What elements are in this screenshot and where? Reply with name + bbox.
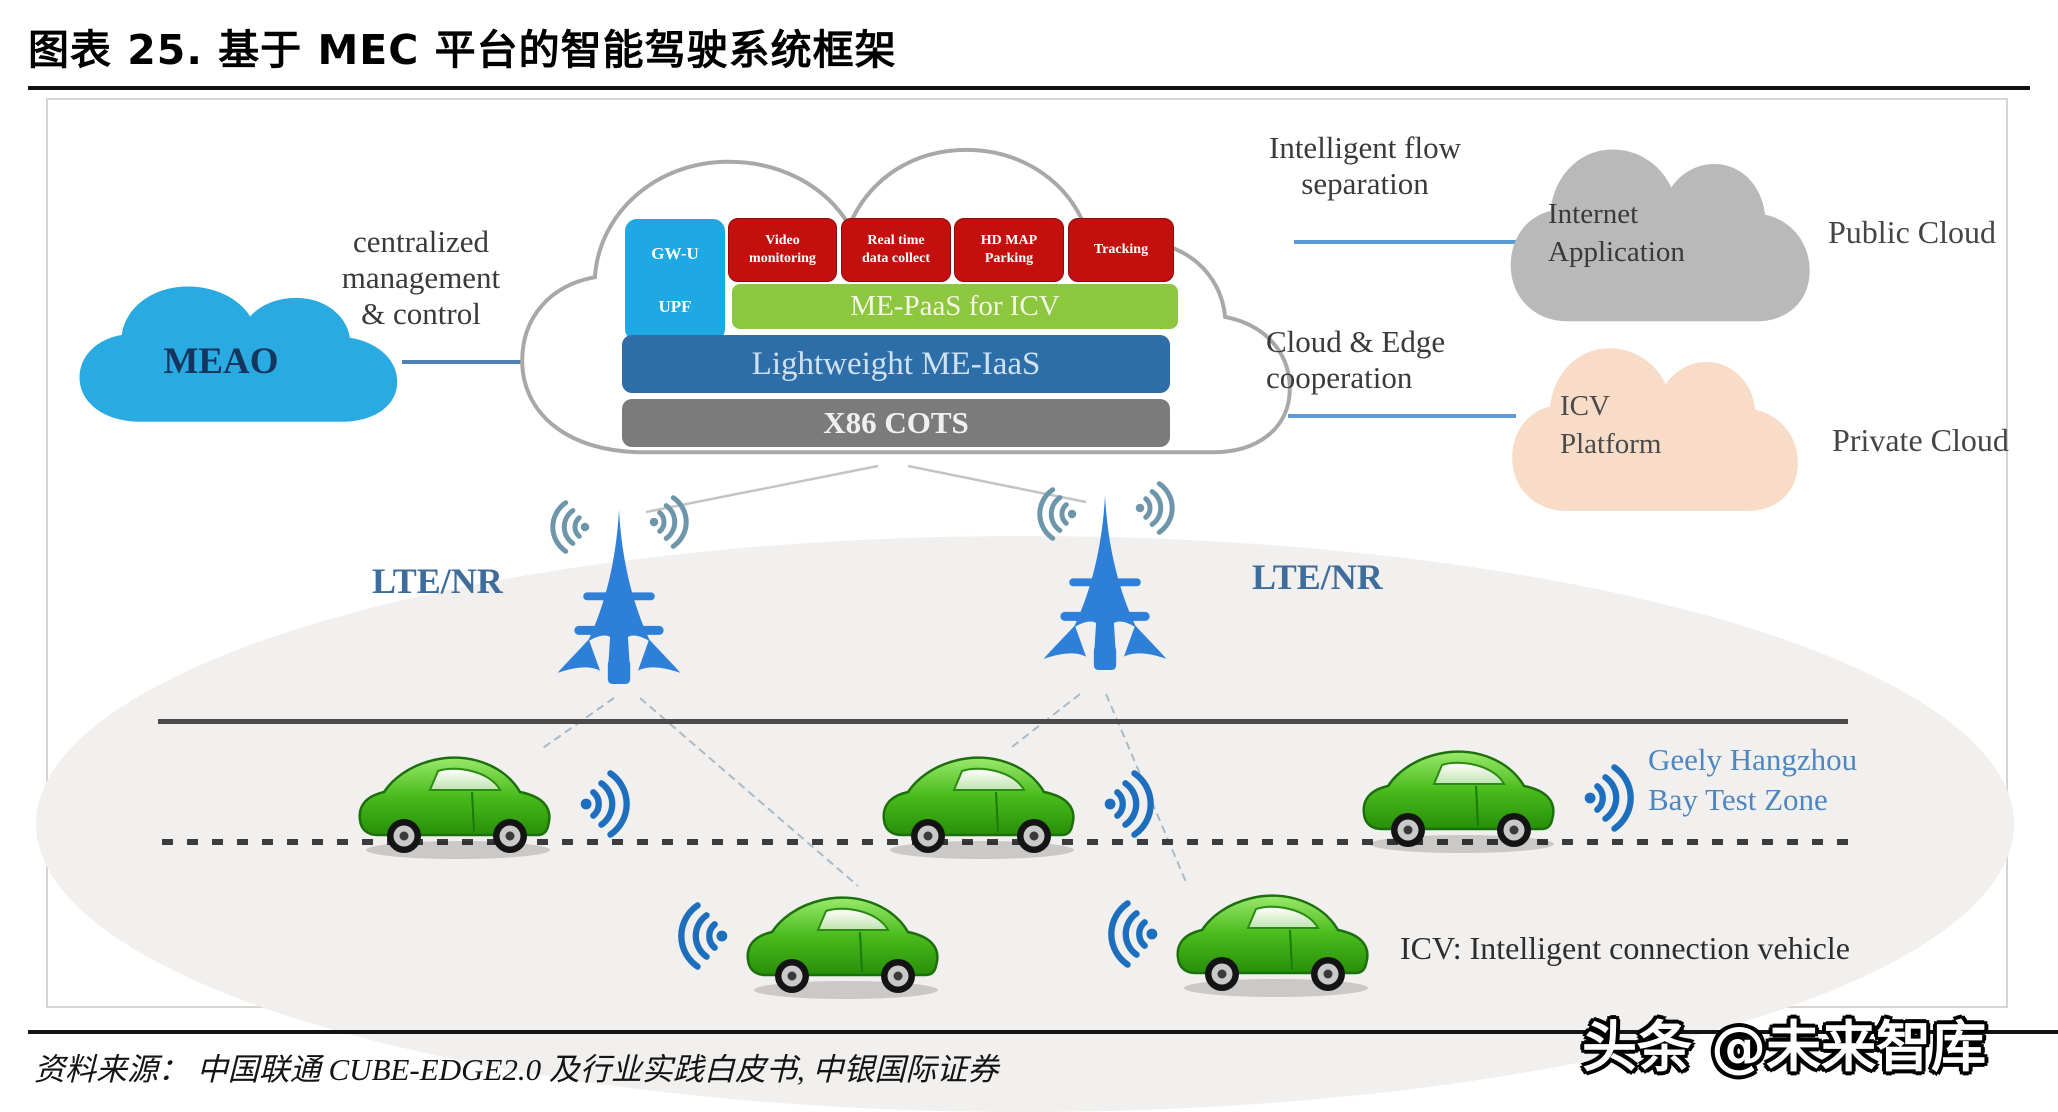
private-cloud-label: Private Cloud bbox=[1832, 422, 2009, 458]
icv-car-icon bbox=[740, 880, 952, 1006]
internet-application-cloud-icon bbox=[1510, 149, 1810, 322]
intelligent-flow-label: Intelligent flow separation bbox=[1269, 130, 1461, 201]
car-radio-waves-icon bbox=[1106, 896, 1160, 972]
lte-nr-label: LTE/NR bbox=[372, 561, 503, 601]
lte-nr-label: LTE/NR bbox=[1252, 557, 1383, 597]
public-cloud-label: Public Cloud bbox=[1828, 214, 1997, 250]
radio-waves-icon bbox=[1030, 484, 1084, 544]
me-iaas-box: Lightweight ME-IaaS bbox=[622, 335, 1170, 393]
app-box-tracking: Tracking bbox=[1068, 218, 1174, 282]
meao-label: MEAO bbox=[163, 341, 279, 382]
icv-platform-cloud-icon bbox=[1512, 348, 1798, 511]
icv-car-icon bbox=[352, 740, 564, 866]
x86-cots-box: X86 COTS bbox=[622, 399, 1170, 447]
car-radio-waves-icon bbox=[578, 766, 632, 842]
geely-test-zone-label: Geely Hangzhou Bay Test Zone bbox=[1648, 742, 1858, 818]
icv-car-icon bbox=[1356, 734, 1568, 860]
gateway-upf-box: GW-U UPF bbox=[625, 219, 725, 341]
icv-platform-label: ICV Platform bbox=[1560, 390, 1662, 460]
figure-title: 图表 25. 基于 MEC 平台的智能驾驶系统框架 bbox=[28, 26, 897, 74]
footer-divider bbox=[28, 1030, 2058, 1034]
meao-link-line bbox=[402, 360, 554, 364]
icv-definition-note: ICV: Intelligent connection vehicle bbox=[1400, 930, 1850, 966]
app-box-video-monitoring: Video monitoring bbox=[728, 218, 837, 282]
title-divider bbox=[28, 86, 2030, 90]
icv-car-icon bbox=[1170, 878, 1382, 1004]
source-note: 资料来源： 中国联通 CUBE-EDGE2.0 及行业实践白皮书, 中银国际证券 bbox=[34, 1052, 999, 1087]
car-radio-waves-icon bbox=[1582, 760, 1636, 836]
radio-waves-icon bbox=[1128, 478, 1182, 538]
icv-car-icon bbox=[876, 740, 1088, 866]
meao-cloud-icon bbox=[79, 286, 398, 422]
app-box-realtime-data: Real time data collect bbox=[841, 218, 951, 282]
cloud-edge-cooperation-label: Cloud & Edge cooperation bbox=[1266, 324, 1446, 395]
flow-link-line bbox=[1294, 240, 1516, 244]
radio-waves-icon bbox=[642, 492, 696, 552]
me-paas-box: ME-PaaS for ICV bbox=[732, 284, 1178, 329]
road-line bbox=[158, 719, 1848, 724]
radio-waves-icon bbox=[543, 497, 597, 557]
centralized-management-label: centralized management & control bbox=[341, 224, 501, 331]
app-box-hdmap-parking: HD MAP Parking bbox=[954, 218, 1064, 282]
watermark-toutiao: 头条 @未来智库 bbox=[1582, 1015, 1987, 1079]
coop-link-line bbox=[1288, 414, 1516, 418]
car-radio-waves-icon bbox=[676, 898, 730, 974]
car-radio-waves-icon bbox=[1102, 766, 1156, 842]
internet-application-label: Internet Application bbox=[1548, 198, 1685, 268]
